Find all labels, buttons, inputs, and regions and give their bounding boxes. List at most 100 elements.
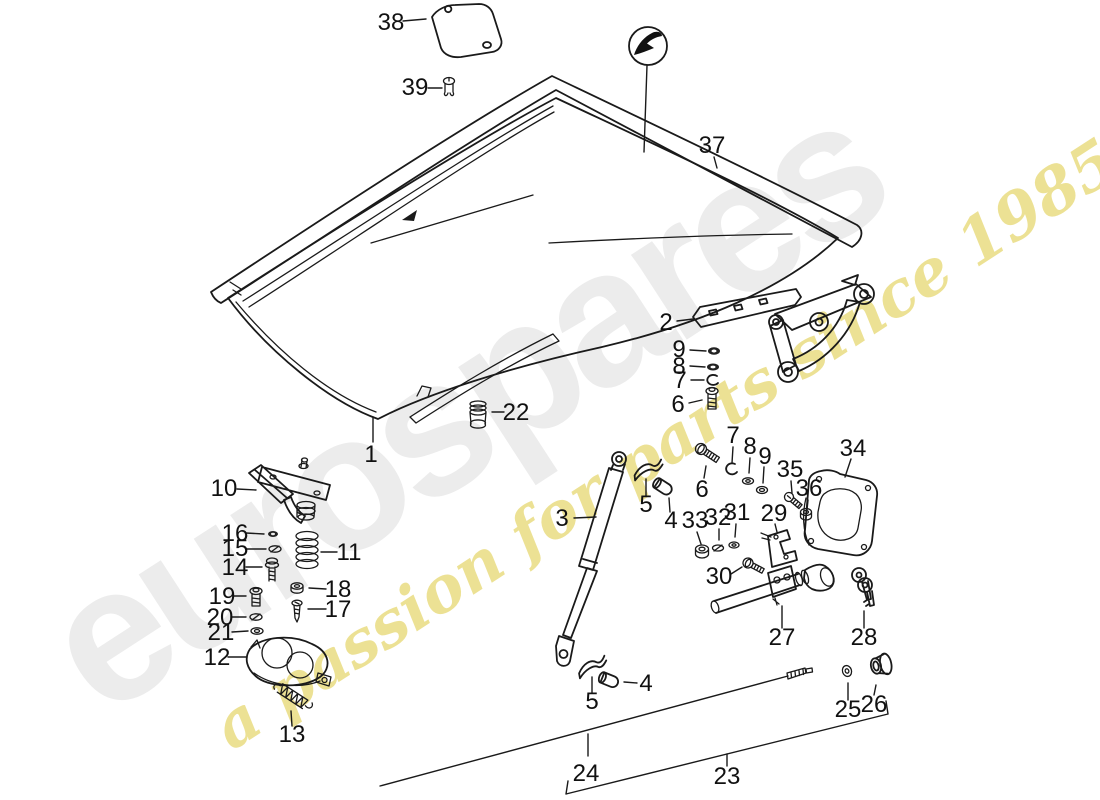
- part-13-spring: [273, 683, 314, 710]
- clip-icon: [633, 458, 664, 482]
- screw-icon: [742, 557, 765, 574]
- lower-trim-strip: [409, 333, 560, 424]
- part-label-7b: 7: [726, 422, 739, 449]
- crease-arrow-icon: [402, 210, 417, 221]
- latch-bracket-details: [269, 457, 321, 521]
- part-16-washer: [268, 531, 278, 537]
- part-label-7a: 7: [673, 367, 686, 394]
- part-label-5a: 5: [639, 491, 652, 518]
- curved-arrow-icon: [634, 31, 662, 55]
- part-17-screw: [291, 599, 303, 623]
- part-39-rivet: [442, 76, 456, 97]
- part-label-19: 19: [209, 583, 236, 610]
- part-7-circlip-mid: [725, 462, 738, 476]
- lock-plate-outline: [245, 636, 329, 687]
- circlip-7-icon: [706, 374, 719, 386]
- bracket-details: [760, 532, 789, 560]
- part-38-cover-plate: [431, 3, 503, 59]
- part-label-39: 39: [402, 74, 429, 101]
- part-5-clip-upper: [633, 458, 664, 482]
- part-18-nut: [290, 582, 304, 594]
- lid-outline: [227, 97, 839, 420]
- part-27-release-handle: [710, 563, 835, 614]
- flag-bracket-holes: [772, 573, 791, 606]
- leader-lines: [227, 18, 877, 767]
- part-label-17: 17: [325, 596, 352, 623]
- lock-washer-8-icon: [707, 363, 719, 371]
- part-label-38: 38: [378, 9, 405, 36]
- part-label-4c: 4: [639, 670, 652, 697]
- indicator-circle: [628, 26, 668, 66]
- part-14-bolt: [264, 557, 280, 582]
- part-label-9b: 9: [758, 443, 771, 470]
- part-label-3: 3: [555, 505, 568, 532]
- part-label-6a: 6: [671, 391, 684, 418]
- bolt-6-icon: [705, 386, 719, 410]
- part-28-keys: [851, 567, 875, 607]
- hinge-pivot-bosses: [768, 283, 875, 383]
- part-10-latch-bracket: [248, 457, 331, 524]
- part-26-grommet: [869, 652, 893, 676]
- part-label-22: 22: [503, 399, 530, 426]
- part-1-front-lid-panel: [227, 97, 839, 424]
- knob-face: [819, 567, 835, 587]
- part-19-bolt: [249, 586, 263, 607]
- part-11-spring: [295, 530, 319, 570]
- keys-icon: [851, 567, 875, 607]
- part-30-screw: [742, 557, 765, 574]
- hinge-arms: [769, 274, 872, 373]
- part-label-30: 30: [706, 563, 733, 590]
- part-label-29: 29: [761, 500, 788, 527]
- direction-indicator: [628, 26, 668, 66]
- bracket-outline: [767, 529, 798, 568]
- lid-surface-lines: [229, 105, 793, 413]
- pin-icon: [652, 477, 673, 496]
- part-label-12: 12: [204, 644, 231, 671]
- handle-flag-bracket: [767, 565, 797, 598]
- part-label-34: 34: [840, 435, 867, 462]
- part-label-8b: 8: [743, 433, 756, 460]
- grommet-icon: [869, 652, 893, 676]
- part-label-5c: 5: [585, 688, 598, 715]
- part-label-20: 20: [207, 604, 234, 631]
- part-21-washer: [250, 627, 264, 635]
- tube-end-cap: [710, 600, 720, 614]
- part-label-16: 16: [222, 520, 249, 547]
- part-label-27: 27: [769, 624, 796, 651]
- part-32-lock-washer: [711, 544, 725, 552]
- rivet-icon: [442, 76, 456, 97]
- latch-bracket-outline: [248, 464, 331, 524]
- coil-spring-icon: [295, 530, 319, 570]
- part-label-36: 36: [796, 475, 823, 502]
- cover-plate-outline: [431, 3, 503, 59]
- part-label-14: 14: [222, 554, 249, 581]
- part-label-2: 2: [659, 309, 672, 336]
- part-label-21: 21: [208, 619, 235, 646]
- part-label-23: 23: [714, 763, 741, 790]
- part-label-9a: 9: [672, 336, 685, 363]
- part-36-nut: [799, 507, 813, 521]
- part-29-bracket: [760, 529, 798, 568]
- cable-line: [379, 675, 789, 787]
- part-label-8a: 8: [672, 353, 685, 380]
- part-31-washer: [728, 541, 740, 549]
- part-label-35: 35: [777, 456, 804, 483]
- part-12-lock-plate: [245, 636, 332, 687]
- part-22-rubber-buffer: [469, 400, 487, 429]
- part-35-screw: [783, 491, 803, 510]
- part-label-31: 31: [724, 499, 751, 526]
- part-20-lock-washer: [249, 613, 263, 621]
- hinge-hardware-column: [705, 347, 720, 410]
- part-label-25: 25: [835, 696, 862, 723]
- part-label-32: 32: [705, 504, 732, 531]
- callout-labels: 38 39 37 1 2 22 9 8 7 6 10 16 15 14 11 1…: [204, 9, 888, 790]
- part-23-24-release-cable: [379, 667, 889, 795]
- part-label-37: 37: [699, 132, 726, 159]
- tension-spring-icon: [273, 683, 314, 710]
- part-4-pin-upper: [652, 477, 673, 496]
- part-label-18: 18: [325, 576, 352, 603]
- part-5-clip-lower: [578, 654, 608, 680]
- part-label-13: 13: [279, 721, 306, 748]
